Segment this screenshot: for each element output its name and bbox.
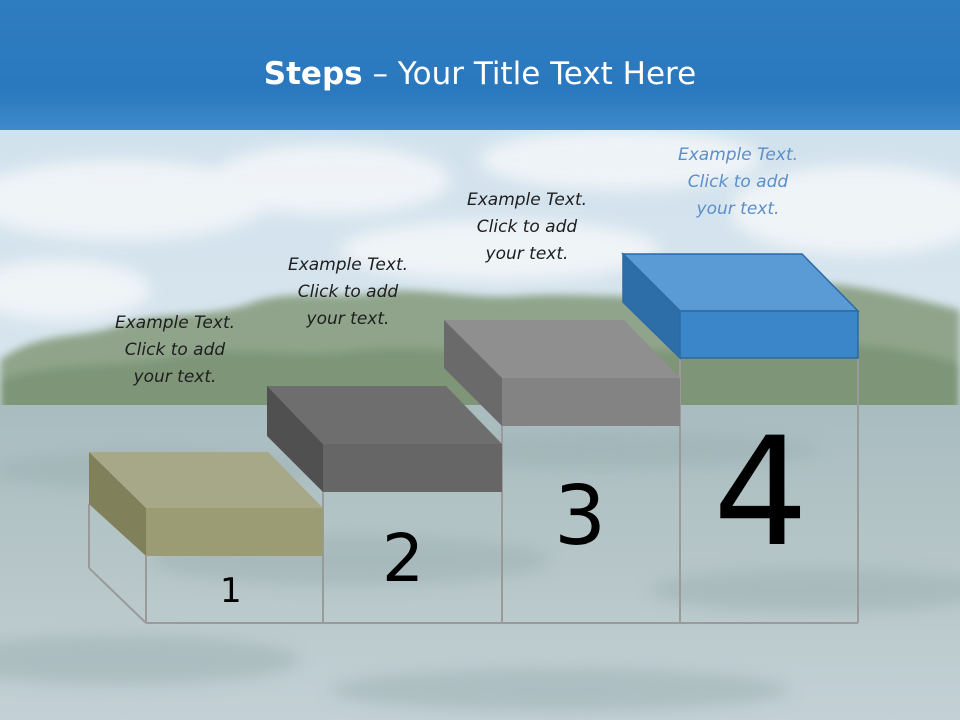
step-1-text-line: your text. (133, 367, 217, 387)
step-2-text[interactable]: Example Text. Click to add your text. (263, 252, 433, 333)
step-4-text-line: Click to add (687, 172, 789, 192)
step-3-text-line: Click to add (476, 217, 578, 237)
step-4-text[interactable]: Example Text. Click to add your text. (653, 142, 823, 223)
step-1-text-line: Click to add (124, 340, 226, 360)
step-2-text-line: your text. (306, 309, 390, 329)
step-1-number: 1 (220, 571, 242, 611)
step-2-text-line: Click to add (297, 282, 399, 302)
step-3-text-line: your text. (485, 244, 569, 264)
step-2-text-line: Example Text. (287, 255, 409, 275)
step-3-text[interactable]: Example Text. Click to add your text. (442, 187, 612, 268)
title-rest: – Your Title Text Here (362, 56, 697, 92)
step-3-text-line: Example Text. (466, 190, 588, 210)
step-1-block[interactable] (89, 452, 323, 556)
step-4-number: 4 (713, 406, 809, 580)
step-1-text-line: Example Text. (114, 313, 236, 333)
step-2-number: 2 (382, 520, 424, 597)
title-bar (0, 0, 960, 130)
step-2-block[interactable] (267, 386, 502, 492)
step-4-text-line: your text. (696, 199, 780, 219)
step-3-block[interactable] (444, 320, 680, 426)
step-3-number: 3 (554, 469, 607, 564)
step-1-text[interactable]: Example Text. Click to add your text. (90, 310, 260, 391)
slide-title[interactable]: Steps – Your Title Text Here (0, 56, 960, 92)
title-bold: Steps (263, 56, 363, 92)
step-4-block[interactable] (621, 252, 860, 360)
step-4-text-line: Example Text. (677, 145, 799, 165)
